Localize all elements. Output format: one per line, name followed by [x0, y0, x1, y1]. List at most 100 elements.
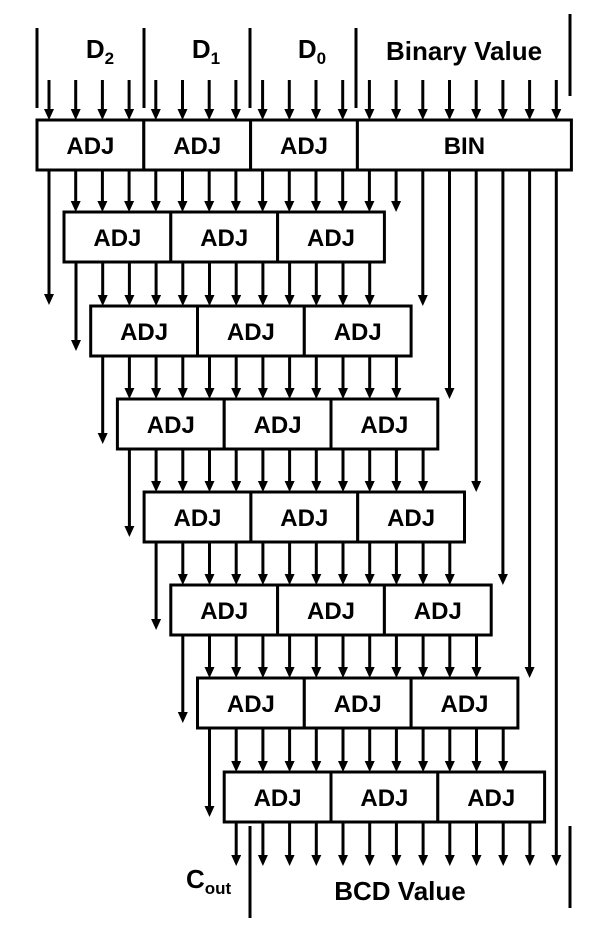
- stage-2-adj-block-1-label: ADJ: [120, 319, 168, 346]
- binary-bit-wire-2-head: [417, 295, 428, 306]
- stage-3-output-arrow-9-head: [364, 481, 375, 492]
- input-arrow-7-head: [230, 109, 241, 120]
- input-arrow-19-head: [551, 109, 562, 120]
- input-arrow-14-head: [417, 109, 428, 120]
- stage-2-output-arrow-9-head: [338, 388, 348, 399]
- stage-5-adj-block-2-label: ADJ: [307, 598, 355, 625]
- stage-7-adj-block-2: [329, 770, 440, 824]
- stage-1-input-arrow-5-head: [177, 201, 188, 212]
- stage-3-adj-block-2-label: ADJ: [254, 412, 302, 439]
- footer-bcd-value: BCD Value: [320, 876, 480, 907]
- stage-2-output-arrow-8-head: [311, 388, 322, 399]
- stage-5-output-arrow-8-head: [391, 667, 402, 678]
- input-arrow-10-head: [311, 109, 321, 120]
- stage-7-output-arrow-10-head: [498, 855, 509, 866]
- stage-1-output-arrow-11-head: [364, 295, 375, 306]
- stage-3-output-arrow-7-head: [311, 481, 322, 492]
- stage-5-adj-block-3: [382, 583, 493, 637]
- stage-1-output-arrow-6-head: [231, 295, 242, 306]
- stage-4-output-arrow-7-head: [338, 574, 348, 585]
- stage-3-output-arrow-10-head: [391, 481, 402, 492]
- footer-cout-main: C: [186, 864, 205, 894]
- footer-cout: Cout: [186, 864, 246, 899]
- stage-1-output-arrow-5-head: [204, 295, 215, 306]
- stage-1-output-arrow-3-head: [151, 295, 162, 306]
- input-arrow-5-head: [177, 109, 188, 120]
- stage-4-output-arrow-4-head: [257, 574, 268, 585]
- stage-1-output-arrow-10-head: [338, 295, 348, 306]
- stage-1-adj-block-3: [276, 210, 386, 264]
- stage-1-input-arrow-8-head: [257, 201, 268, 212]
- binary-bit-wire-6-head: [524, 667, 535, 678]
- stage-3-output-arrow-4-head: [231, 481, 242, 492]
- stage-5-output-arrow-5-head: [311, 667, 322, 678]
- stage-1-output-arrow-4-head: [177, 295, 188, 306]
- stage-7-adj-block-3: [436, 770, 547, 824]
- stage-6-output-arrow-3-head: [284, 761, 295, 772]
- input-arrow-3-head: [124, 109, 135, 120]
- stage-2-adj-block-3-label: ADJ: [334, 319, 382, 346]
- stage-5-output-arrow-1-head: [204, 667, 215, 678]
- input-arrow-9-head: [284, 109, 295, 120]
- stage-5-adj-block-3-label: ADJ: [414, 598, 462, 625]
- stage-7-output-arrow-5-head: [364, 855, 375, 866]
- binary-bit-wire-3-head: [444, 388, 455, 399]
- top-adj-block-3-label: ADJ: [280, 133, 328, 160]
- stage-6-output-arrow-9-head: [444, 761, 455, 772]
- stage-7-output-arrow-7-head: [418, 855, 429, 866]
- input-arrow-2-head: [97, 109, 108, 120]
- stage-4-adj-block-3-label: ADJ: [387, 505, 435, 532]
- stage-5-output-arrow-2-head: [231, 667, 242, 678]
- stage-7-adj-block-3-label: ADJ: [467, 785, 515, 812]
- stage-6-output-arrow-6-head: [364, 761, 375, 772]
- input-arrow-18-head: [524, 109, 535, 120]
- stage-3-adj-block-1: [115, 397, 226, 451]
- stage-6-output-arrow-5-head: [338, 761, 348, 772]
- bin-block: [355, 118, 573, 172]
- top-passthrough-arrow-0-head: [44, 294, 54, 305]
- header-d0-main: D: [297, 34, 317, 64]
- stage-5-passthrough-arrow-head: [177, 712, 188, 723]
- stage-1-output-arrow-7-head: [257, 295, 268, 306]
- header-d0: D0: [284, 34, 340, 69]
- stage-5-adj-block-1: [169, 583, 280, 637]
- stage-3-adj-block-3: [329, 397, 440, 451]
- stage-1-output-arrow-9-head: [311, 295, 322, 306]
- stage-4-passthrough-arrow-head: [151, 619, 162, 630]
- stage-6-output-arrow-10-head: [471, 761, 482, 772]
- stage-2-output-arrow-2-head: [151, 388, 162, 399]
- input-arrow-1-head: [70, 109, 81, 120]
- input-arrow-17-head: [497, 109, 508, 120]
- stage-4-adj-block-2-label: ADJ: [280, 505, 328, 532]
- stage-4-output-arrow-5-head: [284, 574, 295, 585]
- stage-7-adj-block-2-label: ADJ: [360, 785, 408, 812]
- stage-3-adj-block-3-label: ADJ: [360, 412, 408, 439]
- stage-1-input-arrow-2-head: [97, 201, 108, 212]
- stage-7-output-arrow-11-head: [524, 855, 535, 866]
- stage-7-adj-block-1-label: ADJ: [254, 785, 302, 812]
- input-arrow-8-head: [257, 109, 268, 120]
- stage-5-output-arrow-4-head: [284, 667, 295, 678]
- stage-4-adj-block-2: [249, 490, 360, 544]
- stage-1-output-arrow-8-head: [284, 295, 295, 306]
- stage-1-input-arrow-12-head: [364, 201, 375, 212]
- binary-bit-wire-4-head: [471, 481, 482, 492]
- stage-6-adj-block-3-label: ADJ: [440, 691, 488, 718]
- binary-bit-wire-5-head: [497, 574, 508, 585]
- input-arrow-13-head: [391, 109, 402, 120]
- stage-1-adj-block-2: [169, 210, 280, 264]
- stage-6-adj-block-1-label: ADJ: [227, 691, 275, 718]
- stage-3-output-arrow-11-head: [418, 481, 429, 492]
- stage-1-input-arrow-4-head: [150, 201, 161, 212]
- stage-1-input-arrow-6-head: [204, 201, 215, 212]
- stage-7-passthrough-arrow-head: [231, 855, 242, 866]
- stage-2-output-arrow-5-head: [231, 388, 242, 399]
- input-arrow-11-head: [337, 109, 348, 120]
- stage-6-output-arrow-4-head: [311, 761, 322, 772]
- stage-6-output-arrow-8-head: [418, 761, 429, 772]
- stage-4-adj-block-3: [356, 490, 467, 544]
- top-adj-block-1-label: ADJ: [66, 133, 114, 160]
- stage-6-adj-block-2: [302, 676, 413, 730]
- header-d0-sub: 0: [316, 49, 327, 68]
